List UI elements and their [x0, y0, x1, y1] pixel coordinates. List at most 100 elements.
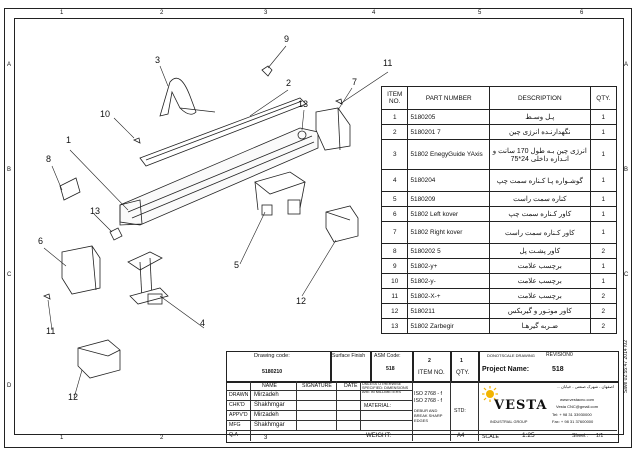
name-drawn: Mirzadeh — [254, 392, 279, 398]
bom-desc: کاور پشـت پل — [488, 243, 591, 259]
bom-qty: 1 — [589, 169, 618, 192]
bom-desc: کاور کـناره سمت چپ — [488, 206, 591, 222]
role-checked: CHK'D — [229, 402, 245, 408]
balloon-2: 2 — [286, 78, 292, 88]
balloon-12-bottom: 12 — [68, 392, 79, 402]
scale-label: SCALE — [482, 434, 500, 440]
bom-part: 5180205 — [407, 109, 490, 125]
company-email: Vesta CNC@gmail.com — [556, 404, 599, 409]
bom-qty: 1 — [589, 221, 618, 244]
bom-qty: 1 — [589, 206, 618, 222]
zone-col-3-bottom: 3 — [264, 435, 268, 441]
bom-header-part-number: PART NUMBER — [407, 86, 490, 110]
bom-qty: 1 — [589, 258, 618, 274]
bom-desc: پـل وسـط — [488, 109, 591, 125]
zone-row-a-right: A — [624, 62, 629, 68]
bom-desc: نگهدارنـده انرژی چین — [488, 124, 591, 140]
zone-row-c-right: C — [624, 272, 629, 278]
scale-value: 1:25 — [522, 432, 535, 439]
bom-desc: کناره سمت راست — [488, 191, 591, 207]
bom-part: 51802 EnegyGuide YAxis — [407, 139, 490, 170]
sheet-label: Sheet : — [572, 433, 589, 439]
project-name-label: Project Name: — [482, 366, 530, 373]
revision-label: REVISION — [546, 352, 570, 358]
zone-row-b: B — [7, 167, 12, 173]
bom-part: 5180201 7 — [407, 124, 490, 140]
iso-tolerance-2: ISO 2768 - f — [414, 398, 442, 404]
bom-header-qty: QTY. — [589, 86, 618, 110]
drawing-code-box — [226, 351, 332, 383]
bom-header-description: DESCRIPTION — [488, 86, 591, 110]
surface-finish-box — [330, 351, 372, 383]
name-mfg: Shakhmgar — [254, 422, 285, 428]
balloon-11-top: 11 — [383, 58, 393, 68]
item-no-label: ITEM NO. — [418, 370, 445, 376]
zone-row-c: C — [7, 272, 12, 278]
bom-desc: کاور موتـور و گیربکس — [488, 303, 591, 319]
drawing-code-label: Drawing code: — [254, 353, 290, 359]
bom-desc: برچسب علامت — [488, 273, 591, 289]
balloon-4: 4 — [200, 318, 206, 328]
zone-col-1-bottom: 1 — [60, 435, 64, 441]
balloon-3: 3 — [155, 55, 161, 65]
bom-part: 5180211 — [407, 303, 490, 319]
name-approved: Mirzadeh — [254, 412, 279, 418]
bom-qty: 1 — [589, 109, 618, 125]
name-column-label: NAME — [262, 383, 277, 389]
bom-part: 5180209 — [407, 191, 490, 207]
balloon-13-left: 13 — [90, 206, 101, 216]
balloon-11-left: 11 — [46, 326, 56, 336]
balloon-8: 8 — [46, 154, 52, 164]
bom-qty: 2 — [589, 288, 618, 304]
bom-item: 11 — [380, 288, 409, 304]
bom-desc: برچسب علامت — [488, 288, 591, 304]
balloon-12-right: 12 — [296, 296, 307, 306]
zone-col-2-bottom: 2 — [160, 435, 164, 441]
company-fax: Fax: + 98 31 37600000 — [552, 419, 594, 424]
zone-col-6: 6 — [580, 10, 584, 16]
bom-item: 2 — [380, 124, 409, 140]
bom-qty: 1 — [589, 273, 618, 289]
bom-qty: 1 — [589, 191, 618, 207]
material-label: MATERIAL: — [364, 403, 391, 409]
bom-item: 4 — [380, 169, 409, 192]
bom-part: 51802 Zarbegir — [407, 318, 490, 334]
notes-text: UNLESS OTHERWISE SPECIFIED: DIMENSIONS A… — [362, 382, 409, 394]
balloon-10: 10 — [100, 109, 111, 119]
company-tel: Tel: + 98 31 33930000 — [552, 412, 592, 417]
bom-item: 13 — [380, 318, 409, 334]
sheet-value: 1/1 — [596, 433, 604, 439]
bom-header-row: ITEM NO. PART NUMBER DESCRIPTION QTY. — [380, 86, 618, 110]
date-column-label: DATE — [344, 383, 358, 389]
balloon-7: 7 — [352, 77, 358, 87]
bom-qty: 2 — [589, 243, 618, 259]
bom-qty: 2 — [589, 303, 618, 319]
bom-item: 10 — [380, 273, 409, 289]
bom-qty: 2 — [589, 318, 618, 334]
drawing-frame-outer — [4, 8, 632, 448]
bom-desc: ضـربه گیرهـا — [488, 318, 591, 334]
bom-part: 51802 Left kover — [407, 206, 490, 222]
bom-item: 12 — [380, 303, 409, 319]
zone-col-4: 4 — [372, 10, 376, 16]
bom-item: 8 — [380, 243, 409, 259]
role-qa: Q.A — [229, 432, 238, 438]
bom-part: 51802-y+ — [407, 258, 490, 274]
bom-item: 5 — [380, 191, 409, 207]
surface-finish-label: Surface Finish — [332, 353, 366, 359]
project-name-value: 518 — [552, 366, 564, 373]
bom-item: 7 — [380, 221, 409, 244]
iso-tolerance-1: ISO 2768 - f — [414, 391, 442, 397]
sun-logo-icon — [482, 386, 498, 402]
bom-item: 3 — [380, 139, 409, 170]
bom-desc: برچسب علامت — [488, 258, 591, 274]
company-subtitle: INDUSTRIAL GROUP — [490, 420, 528, 424]
bom-desc: کاور کـناره سمت راست — [488, 221, 591, 244]
asm-code-box — [370, 351, 414, 383]
